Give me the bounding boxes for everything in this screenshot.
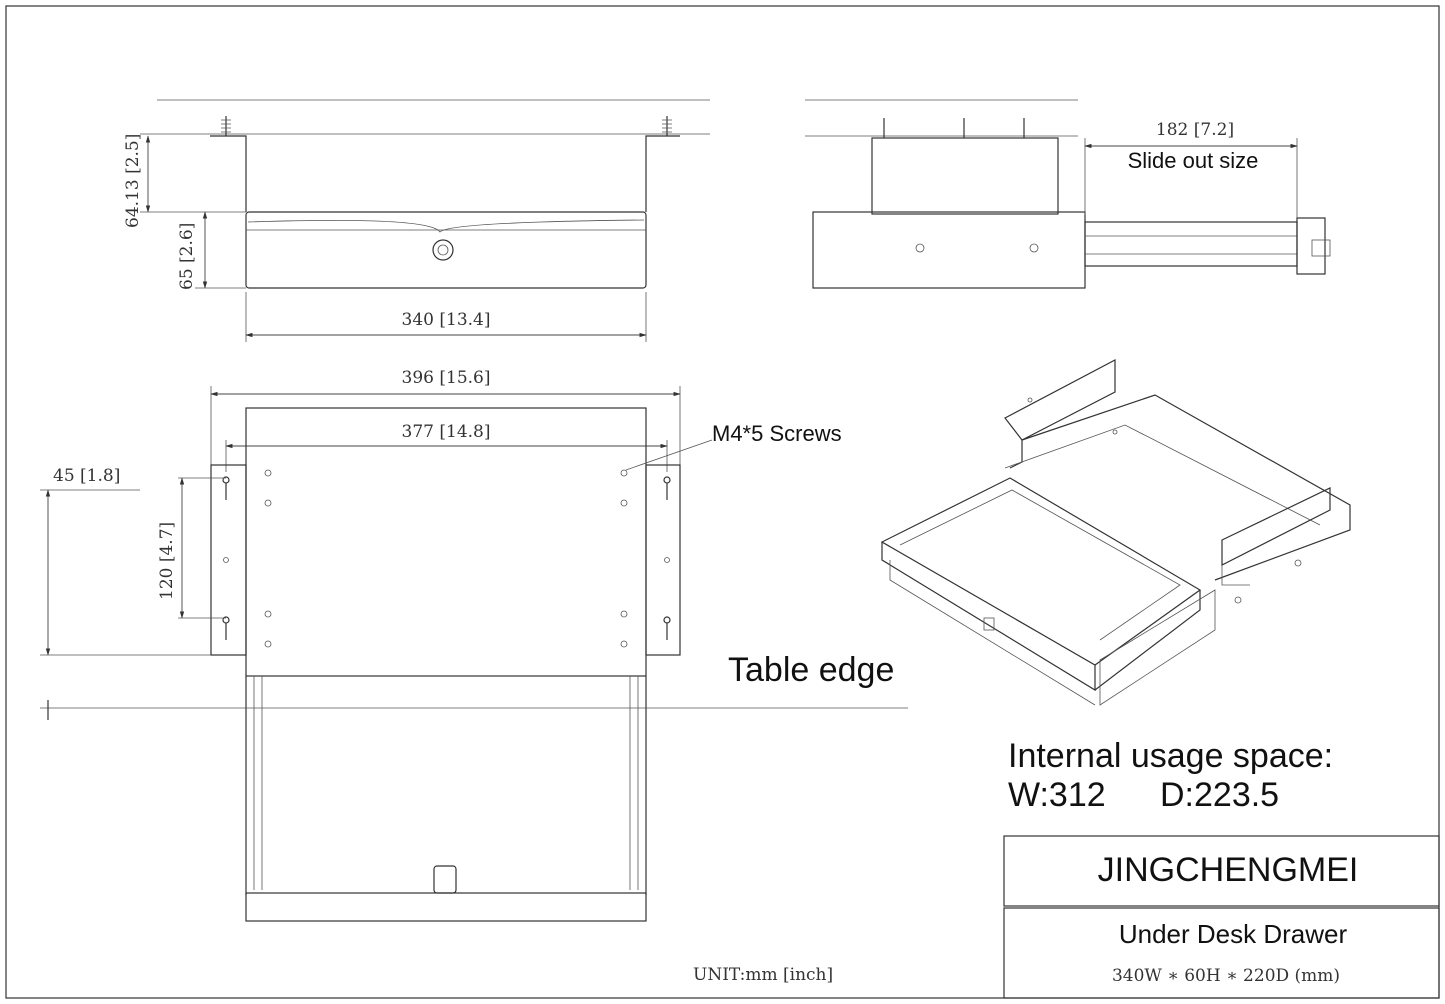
top-view: 396 [15.6] 377 [14.8] M4*5 Screws 120 [4… bbox=[40, 368, 908, 922]
internal-width: W:312 bbox=[1008, 776, 1106, 814]
height-lower-label: 65 [2.6] bbox=[177, 223, 197, 290]
internal-space-title: Internal usage space: bbox=[1008, 737, 1333, 775]
side-view: 182 [7.2] Slide out size bbox=[805, 99, 1331, 289]
sheet-border bbox=[5, 5, 1440, 999]
keyhole-icon bbox=[222, 616, 230, 640]
internal-depth: D:223.5 bbox=[1160, 776, 1279, 814]
hole-spacing-label: 120 [4.7] bbox=[157, 522, 177, 600]
lock-icon bbox=[1311, 239, 1331, 257]
front-view: 64.13 [2.5] 65 [2.6] 340 [13.4] bbox=[123, 99, 710, 342]
title-block: JINGCHENGMEI Under Desk Drawer 340W ∗ 60… bbox=[1003, 835, 1440, 999]
slide-value-label: 182 [7.2] bbox=[1156, 120, 1234, 140]
table-edge-label: Table edge bbox=[728, 651, 894, 689]
keyhole-icon bbox=[222, 476, 230, 500]
lock-icon bbox=[433, 865, 457, 894]
product-name: Under Desk Drawer bbox=[1119, 919, 1348, 949]
width-label: 340 [13.4] bbox=[402, 310, 491, 330]
isometric-view bbox=[880, 359, 1351, 706]
lock-icon bbox=[983, 617, 995, 631]
keyhole-icon bbox=[663, 476, 671, 500]
keyhole-icon bbox=[663, 616, 671, 640]
brand-name: JINGCHENGMEI bbox=[1098, 851, 1359, 889]
screw-span-label: 377 [14.8] bbox=[402, 422, 491, 442]
screw-icon bbox=[221, 116, 231, 136]
screws-label: M4*5 Screws bbox=[712, 421, 842, 446]
edge-offset-label: 45 [1.8] bbox=[53, 466, 120, 486]
product-size: 340W ∗ 60H ∗ 220D (mm) bbox=[1112, 966, 1340, 986]
slide-out-label: Slide out size bbox=[1128, 148, 1259, 173]
unit-note: UNIT:mm [inch] bbox=[693, 965, 833, 985]
height-upper-label: 64.13 [2.5] bbox=[123, 134, 143, 228]
overall-width-label: 396 [15.6] bbox=[402, 368, 491, 388]
screw-icon bbox=[662, 116, 672, 136]
lock-icon bbox=[432, 239, 454, 261]
